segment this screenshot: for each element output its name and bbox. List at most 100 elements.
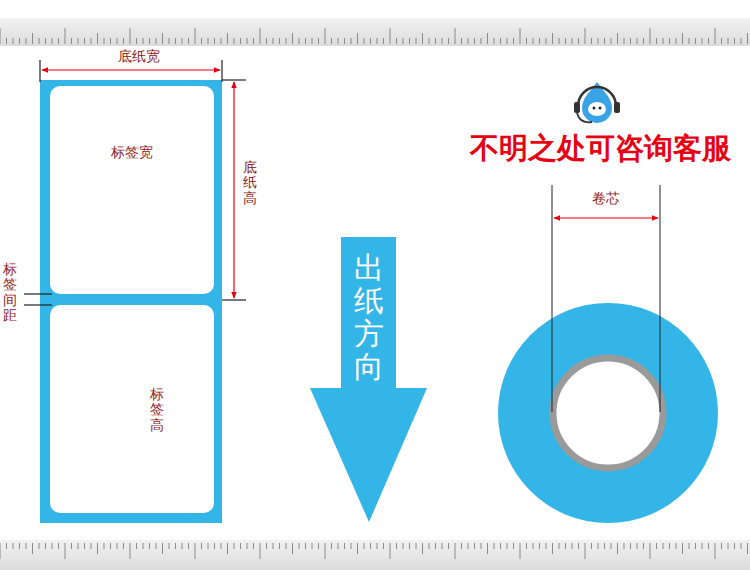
ruler-tick: [52, 543, 53, 549]
ruler-tick: [650, 28, 651, 44]
ruler-tick: [494, 543, 495, 549]
ruler: [0, 18, 750, 570]
ruler-tick: [513, 38, 514, 44]
ruler-tick: [435, 38, 436, 44]
dimension-tick: [24, 293, 52, 294]
ruler-tick: [630, 38, 631, 44]
ruler-tick: [695, 543, 696, 549]
ruler-tick: [643, 543, 644, 549]
ruler-tick: [6, 543, 7, 549]
ruler-tick: [351, 38, 352, 44]
ruler-tick: [370, 38, 371, 44]
ruler-tick: [533, 38, 534, 44]
ruler-tick: [279, 543, 280, 549]
ruler-tick: [39, 543, 40, 549]
ruler-tick: [728, 38, 729, 44]
ruler-tick: [390, 28, 391, 44]
ruler-tick: [91, 543, 92, 549]
label-box: 标签宽: [50, 86, 214, 294]
ruler-tick: [117, 38, 118, 44]
ruler-tick: [58, 38, 59, 44]
ruler-tick: [71, 38, 72, 44]
ruler-tick: [247, 543, 248, 549]
ruler-tick: [526, 543, 527, 549]
ruler-tick: [572, 543, 573, 549]
dimension-line: [554, 217, 658, 218]
ruler-tick: [78, 38, 79, 44]
ruler-tick: [123, 543, 124, 549]
ruler-tick: [565, 543, 566, 549]
ruler-tick: [91, 38, 92, 44]
ruler-tick: [162, 33, 163, 44]
label-roll: [498, 303, 718, 523]
ruler-tick: [357, 33, 358, 44]
ruler-tick: [338, 543, 339, 549]
ruler-tick: [383, 543, 384, 549]
arrow-body: [310, 237, 427, 522]
icon-earpiece: [614, 102, 620, 113]
ruler-tick: [188, 38, 189, 44]
ruler-tick: [240, 38, 241, 44]
direction-arrow: 出纸方向: [310, 237, 427, 522]
ruler-tick: [643, 38, 644, 44]
ruler-tick: [611, 38, 612, 44]
ruler-tick: [546, 38, 547, 44]
ruler-tick: [32, 543, 33, 554]
ruler-tick: [84, 38, 85, 44]
service-icon: [574, 82, 620, 123]
ruler-tick: [507, 38, 508, 44]
ruler-tick: [689, 38, 690, 44]
dimension-label: 标签间距: [3, 262, 17, 324]
ruler-tick: [702, 543, 703, 549]
ruler-tick: [604, 38, 605, 44]
ruler-tick: [65, 543, 66, 559]
ruler-tick: [422, 33, 423, 44]
ruler-tick: [429, 38, 430, 44]
ruler-tick: [71, 543, 72, 549]
ruler-tick: [416, 543, 417, 549]
ruler-tick: [715, 28, 716, 44]
ruler-tick: [422, 543, 423, 554]
ruler-tick: [214, 38, 215, 44]
ruler-tick: [377, 38, 378, 44]
ruler-tick: [721, 543, 722, 549]
ruler-tick: [429, 543, 430, 549]
ruler-tick: [182, 543, 183, 549]
ruler-tick: [175, 38, 176, 44]
ruler-tick: [299, 543, 300, 549]
ruler-tick: [611, 543, 612, 549]
ruler-tick: [591, 543, 592, 549]
ruler-tick: [708, 38, 709, 44]
ruler-tick: [344, 543, 345, 549]
ruler-tick: [45, 38, 46, 44]
ruler-tick: [598, 543, 599, 549]
ruler-tick: [403, 543, 404, 549]
ruler-tick: [26, 38, 27, 44]
ruler-tick: [182, 38, 183, 44]
ruler-band: [0, 18, 750, 46]
ruler-tick: [247, 38, 248, 44]
ruler-tick: [305, 38, 306, 44]
ruler-tick: [305, 543, 306, 549]
ruler-tick: [351, 543, 352, 549]
ruler-tick: [260, 543, 261, 559]
ruler-tick: [169, 543, 170, 549]
ruler-tick: [0, 543, 1, 559]
ruler-tick: [604, 543, 605, 549]
ruler-tick: [676, 543, 677, 549]
ruler-tick: [143, 543, 144, 549]
ruler-tick: [650, 543, 651, 559]
backing-paper: [40, 80, 222, 523]
icon-mic: [577, 113, 592, 122]
ruler-tick: [591, 38, 592, 44]
ruler-tick: [273, 543, 274, 549]
ruler-tick: [208, 543, 209, 549]
ruler-tick: [487, 543, 488, 554]
ruler-tick: [481, 38, 482, 44]
ruler-tick: [734, 543, 735, 549]
ruler-tick: [227, 543, 228, 554]
icon-earpiece: [574, 102, 580, 113]
ruler-band: [0, 540, 750, 570]
ruler-tick: [0, 28, 1, 44]
ruler-tick: [546, 543, 547, 549]
